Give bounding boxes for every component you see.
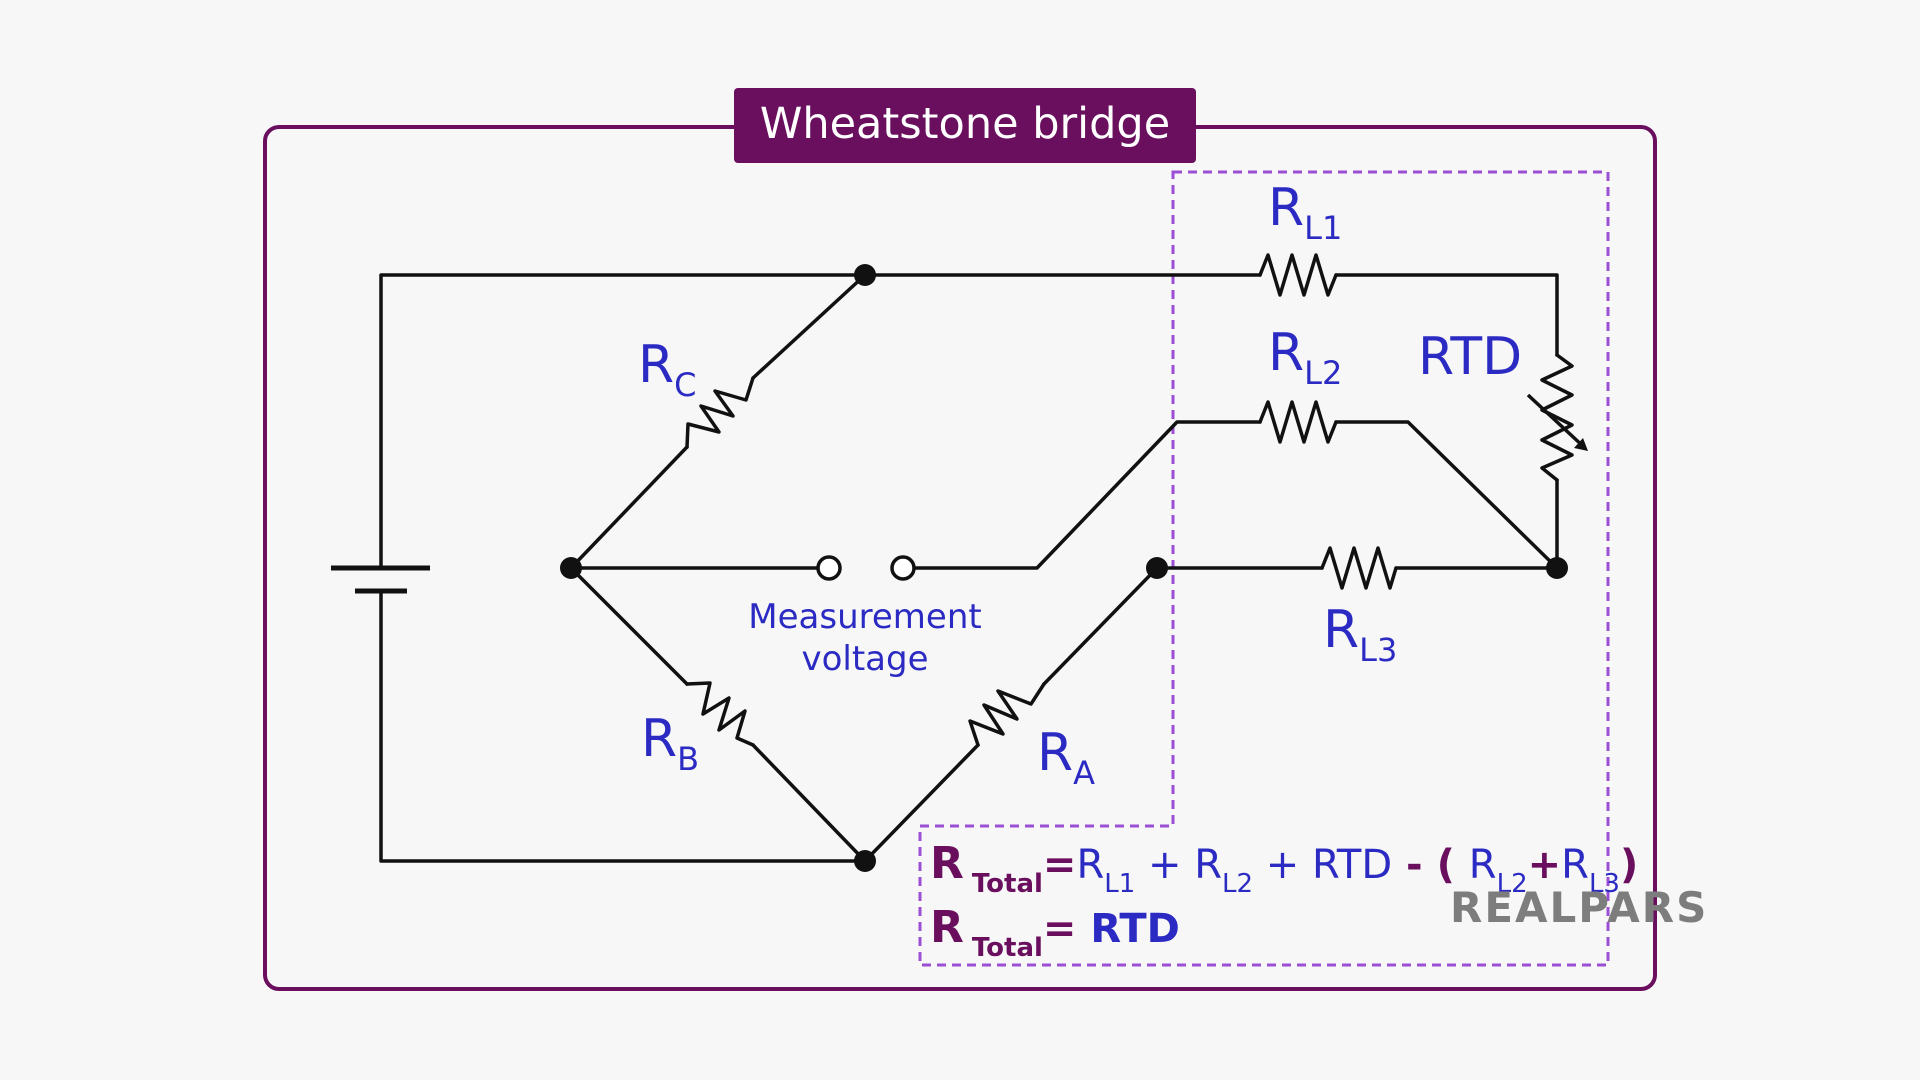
node-ra: [1146, 557, 1168, 579]
resistor-rc: [685, 376, 755, 449]
battery-icon: [331, 565, 430, 594]
circuit-wires: [379, 273, 1559, 863]
realpars-logo: REALPARS: [1450, 883, 1708, 932]
resistor-ra: [968, 682, 1046, 747]
node-top: [854, 264, 876, 286]
resistor-rl3: [1320, 546, 1398, 590]
circuit-nodes: [560, 264, 1568, 872]
node-bottom: [854, 850, 876, 872]
label-rl2: RL2: [1268, 323, 1342, 392]
resistor-rl1: [1258, 253, 1338, 297]
diagram-title: Wheatstone bridge: [760, 99, 1170, 149]
lead-wire-region: [918, 170, 1610, 967]
measurement-label-line1: Measurement: [748, 597, 981, 637]
resistor-rl2: [1258, 400, 1338, 444]
measurement-terminals: [816, 555, 916, 581]
resistor-rb: [685, 681, 755, 747]
node-right: [1546, 557, 1568, 579]
node-left: [560, 557, 582, 579]
label-rl3: RL3: [1323, 600, 1397, 669]
measurement-label-line2: voltage: [801, 639, 928, 679]
title-badge: Wheatstone bridge: [734, 88, 1196, 163]
label-rtd: RTD: [1418, 327, 1522, 387]
rtd-variable-arrow: [1526, 393, 1588, 451]
label-rl1: RL1: [1268, 178, 1342, 247]
label-ra: RA: [1037, 723, 1095, 792]
label-rb: RB: [641, 709, 699, 778]
label-rc: RC: [638, 335, 696, 404]
resistor-rtd: [1540, 353, 1574, 482]
